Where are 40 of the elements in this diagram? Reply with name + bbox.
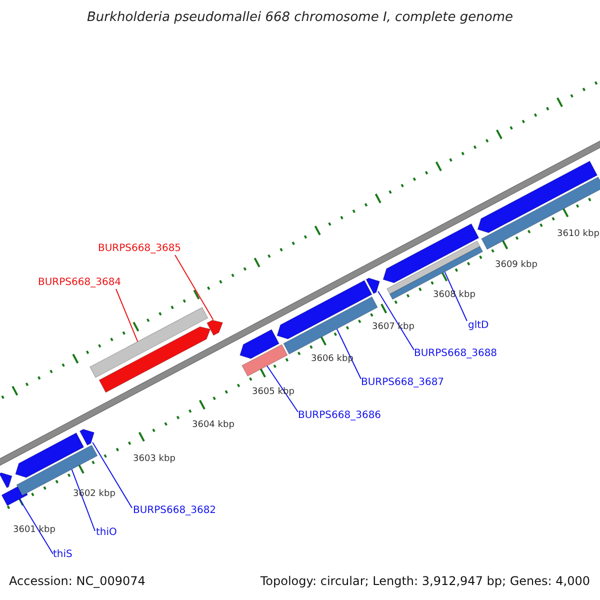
gene-label: BURPS668_3688 bbox=[414, 349, 498, 359]
scale-label: 3604 kbp bbox=[192, 421, 234, 430]
leader-line bbox=[336, 328, 362, 380]
gene-label: BURPS668_3685 bbox=[98, 244, 182, 254]
gene-feature bbox=[0, 472, 12, 488]
gene-label: BURPS668_3687 bbox=[361, 378, 444, 388]
gene-feature bbox=[240, 329, 280, 359]
leader-line bbox=[266, 365, 298, 412]
gene-feature bbox=[276, 280, 372, 340]
diagram-title: Burkholderia pseudomallei 668 chromosome I, complete genome bbox=[86, 11, 514, 24]
leader-line bbox=[116, 288, 138, 342]
gene-feature bbox=[90, 307, 208, 378]
gene-feature bbox=[382, 223, 480, 284]
gene-feature bbox=[16, 444, 98, 496]
scale-label: 3603 kbp bbox=[133, 455, 176, 464]
gene-feature bbox=[206, 320, 224, 336]
genome-info-text: Topology: circular; Length: 3,912,947 bp; Genes: 4,000 bbox=[260, 575, 590, 587]
gene-feature bbox=[98, 326, 211, 393]
gene-feature bbox=[366, 278, 380, 294]
accession-text: Accession: NC_009074 bbox=[9, 575, 146, 587]
gene-feature bbox=[15, 432, 84, 478]
gene-feature bbox=[242, 344, 288, 377]
gene-feature bbox=[481, 176, 600, 250]
gene-feature bbox=[79, 428, 95, 446]
gene-label: BURPS668_3686 bbox=[298, 411, 382, 421]
leader-line bbox=[378, 290, 414, 350]
leader-line bbox=[19, 498, 54, 554]
leader-line bbox=[174, 254, 214, 320]
leader-line bbox=[444, 271, 468, 322]
leader-line bbox=[71, 468, 96, 532]
gene-label: BURPS668_3684 bbox=[38, 278, 122, 288]
gene-label: gltD bbox=[468, 321, 489, 331]
scale-label: 3608 kbp bbox=[433, 291, 476, 300]
scale-label: 3610 kbp bbox=[557, 230, 600, 239]
gene-label: thiS bbox=[53, 550, 72, 560]
scale-label: 3601 kbp bbox=[13, 526, 56, 535]
scale-label: 3609 kbp bbox=[495, 261, 538, 270]
leader-line bbox=[92, 442, 132, 508]
gene-label: BURPS668_3682 bbox=[133, 506, 216, 516]
gene-label: thiO bbox=[96, 528, 117, 538]
